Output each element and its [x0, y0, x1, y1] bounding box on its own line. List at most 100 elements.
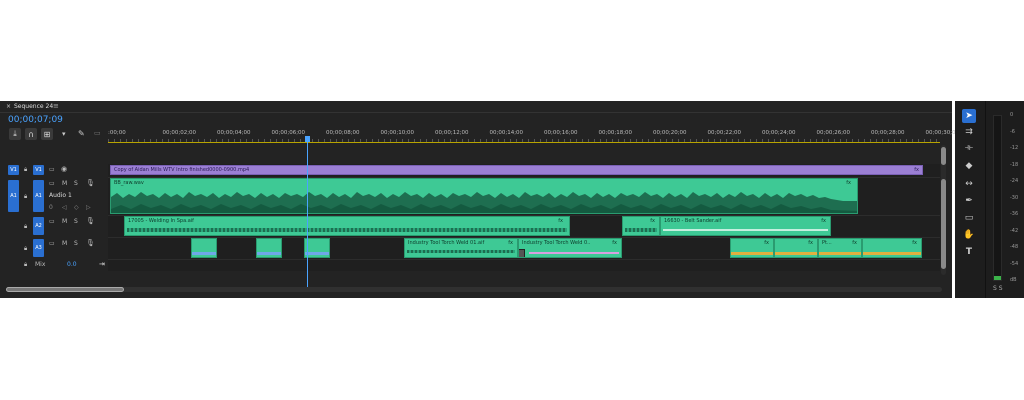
audio-clip-welding[interactable]: 17005 - Welding In Spa.aif fx: [124, 216, 570, 236]
eye-icon[interactable]: ◉: [61, 165, 68, 173]
mix-label: Mix: [35, 261, 46, 268]
snap-icon[interactable]: ∩: [25, 128, 37, 140]
audio-clip-small-2[interactable]: [256, 238, 282, 258]
sync-lock-icon[interactable]: ▭: [49, 166, 55, 173]
audio-clip-small-1[interactable]: [191, 238, 217, 258]
keyframe-prev-icon[interactable]: ◁: [62, 204, 67, 211]
audio-clip-a3-pt[interactable]: Pt... fx: [818, 238, 862, 258]
audio-clip-belt-sander[interactable]: 16630 - Belt Sander.aif fx: [660, 216, 831, 236]
audio-clip-torch-weld-2[interactable]: Industry Tool Torch Weld 0.. fx: [518, 238, 622, 258]
ruler-label: 00;00;06;00: [271, 130, 306, 136]
go-to-end-icon[interactable]: ⇥: [99, 260, 105, 268]
lock-icon[interactable]: 🔒︎: [24, 223, 28, 230]
clip-marker-bar: [192, 252, 216, 255]
lock-icon[interactable]: 🔒︎: [24, 166, 28, 173]
audio-clip-a3-7[interactable]: fx: [862, 238, 922, 258]
clip-label: Industry Tool Torch Weld 01.aif: [408, 240, 485, 246]
meter-scale-label: -18: [1010, 161, 1019, 168]
mix-volume-value[interactable]: 0.0: [67, 261, 77, 268]
waveform: [625, 228, 657, 232]
playhead-timecode[interactable]: 00;00;07;09: [8, 115, 63, 125]
mic-icon[interactable]: 🎙︎: [86, 217, 95, 225]
audio-clip-short[interactable]: fx: [622, 216, 660, 236]
horizontal-scrollbar[interactable]: [6, 287, 942, 292]
playhead-line: [307, 142, 308, 287]
volume-keyframe-line[interactable]: [663, 229, 828, 231]
audio-clip-small-3[interactable]: [304, 238, 330, 258]
insert-sequence-nest-icon[interactable]: ⤓: [9, 128, 21, 140]
vertical-scrollbar[interactable]: [941, 145, 946, 275]
transition-icon[interactable]: [519, 249, 525, 257]
pen-tool-icon[interactable]: ✒: [965, 196, 973, 206]
panel-menu-icon[interactable]: ≡: [53, 102, 59, 110]
meter-scale-label: -12: [1010, 145, 1019, 151]
video-clip[interactable]: Copy of Aidan Mills WTV Intro finished00…: [110, 165, 923, 175]
ruler-label: 00;00;20;00: [653, 130, 687, 136]
close-icon[interactable]: ×: [6, 103, 12, 110]
lock-icon[interactable]: 🔒︎: [24, 193, 28, 200]
sync-lock-icon[interactable]: ▭: [49, 240, 55, 247]
selection-tool-icon[interactable]: ➤: [962, 109, 976, 123]
zoom-scroll-handle[interactable]: [6, 287, 124, 292]
solo-button[interactable]: S: [74, 240, 78, 247]
ruler-label: 00;00;10;00: [380, 130, 415, 136]
meter-solo-buttons[interactable]: S S: [993, 285, 1003, 292]
sync-lock-icon[interactable]: ▭: [49, 180, 55, 187]
target-a2-toggle[interactable]: A2: [33, 217, 44, 235]
clip-marker-bar: [775, 252, 817, 255]
scroll-thumb[interactable]: [941, 147, 946, 165]
solo-button[interactable]: S: [74, 180, 78, 187]
target-a1-toggle[interactable]: A1: [33, 180, 44, 212]
clip-label: 16630 - Belt Sander.aif: [664, 218, 722, 224]
solo-button[interactable]: S: [74, 218, 78, 225]
target-v1-toggle[interactable]: V1: [33, 165, 44, 175]
tools-panel: ➤ ⇉ ⟛ ◆ ↔ ✒ ▭ ✋ T: [955, 101, 985, 298]
clip-marker-bar: [863, 252, 921, 255]
fx-badge: fx: [764, 240, 769, 246]
meter-scale-label: -54: [1010, 260, 1019, 267]
audio-clip-bb-raw[interactable]: BB_raw.wav fx: [110, 178, 858, 214]
slip-tool-icon[interactable]: ↔: [965, 179, 973, 189]
ruler-label: :00;00: [108, 130, 126, 136]
audio-clip-torch-weld-1[interactable]: Industry Tool Torch Weld 01.aif fx: [404, 238, 518, 258]
header-divider: [0, 112, 952, 113]
linked-selection-icon[interactable]: ⊞: [41, 128, 53, 140]
track-select-icon[interactable]: ⇉: [965, 127, 973, 137]
clip-label: Pt...: [822, 240, 832, 246]
clip-marker-bar: [529, 252, 619, 254]
type-tool-icon[interactable]: T: [965, 247, 973, 257]
hand-tool-icon[interactable]: ✋: [963, 230, 975, 240]
scroll-thumb[interactable]: [941, 179, 946, 269]
wrench-icon[interactable]: ✎: [78, 129, 85, 138]
source-a1-toggle[interactable]: A1: [8, 180, 19, 212]
sync-lock-icon[interactable]: ▭: [49, 218, 55, 225]
audio-clip-a3-5[interactable]: fx: [774, 238, 818, 258]
rectangle-tool-icon[interactable]: ▭: [964, 213, 974, 223]
playhead-handle[interactable]: [305, 136, 310, 142]
ruler-label: 00;00;16;00: [544, 130, 578, 136]
mic-icon[interactable]: 🎙︎: [86, 179, 95, 187]
volume-knob-icon[interactable]: 0: [49, 204, 53, 211]
mute-button[interactable]: M: [62, 240, 68, 247]
target-a3-toggle[interactable]: A3: [33, 239, 44, 257]
ripple-edit-icon[interactable]: ⟛: [964, 143, 974, 153]
razor-icon[interactable]: ◆: [965, 161, 973, 171]
mute-button[interactable]: M: [62, 218, 68, 225]
mic-icon[interactable]: 🎙︎: [86, 239, 95, 247]
audio-clip-a3-4[interactable]: fx: [730, 238, 774, 258]
source-v1-toggle[interactable]: V1: [8, 165, 19, 175]
track-name-a1: Audio 1: [49, 192, 72, 199]
mute-button[interactable]: M: [62, 180, 68, 187]
captions-icon[interactable]: ▭: [94, 129, 101, 137]
lock-icon[interactable]: 🔒︎: [24, 261, 28, 268]
ruler-label: 00;00;08;00: [326, 130, 360, 136]
keyframe-add-icon[interactable]: ◇: [74, 204, 79, 211]
track-header-a1: A1 🔒︎ A1 ▭ M S 🎙︎ Audio 1 0 ◁ ◇ ▷: [0, 177, 108, 215]
keyframe-next-icon[interactable]: ▷: [86, 204, 91, 211]
ruler-label: 00;00;14;00: [489, 130, 524, 136]
ruler-label: 00;00;02;00: [162, 130, 197, 136]
sequence-tab[interactable]: Sequence 24: [14, 103, 54, 110]
lock-icon[interactable]: 🔒︎: [24, 245, 28, 252]
add-marker-icon[interactable]: ▾: [62, 130, 66, 138]
